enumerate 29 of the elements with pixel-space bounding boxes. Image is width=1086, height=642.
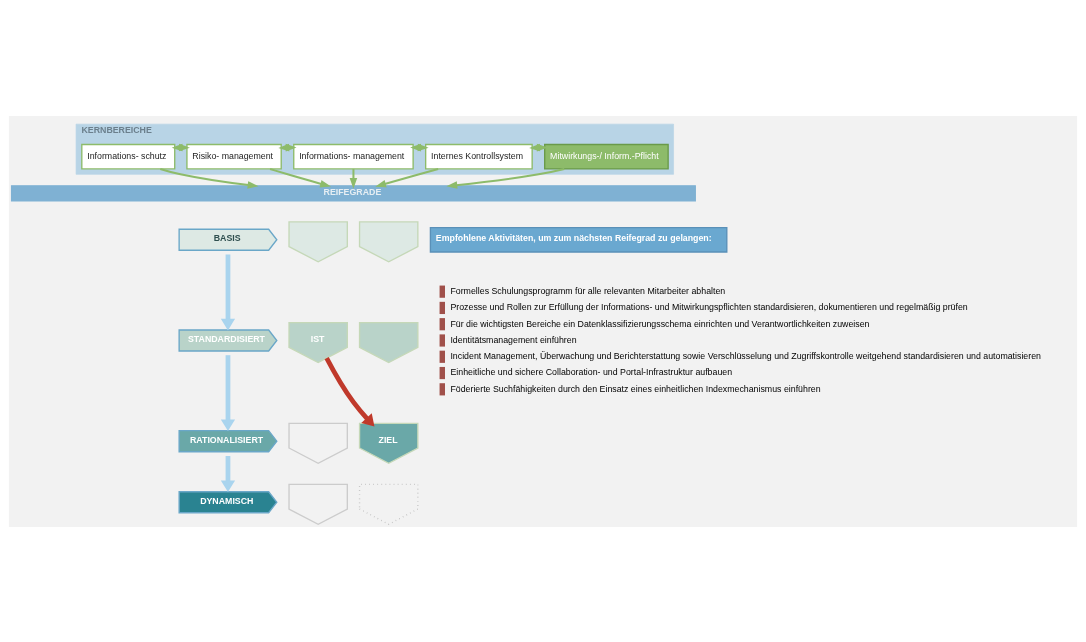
arrow <box>160 167 259 189</box>
label: Einheitliche und sichere Collaboration- und Portal-Infrastruktur aufbauen <box>450 366 733 377</box>
node-box: Internes Kontrollsystem <box>425 143 533 170</box>
arrow <box>349 168 358 189</box>
node-chevron <box>358 483 419 525</box>
node-box: Informations- schutz <box>81 143 176 170</box>
arrow <box>446 167 565 189</box>
node-chevron <box>288 422 348 464</box>
label: Incident Management, Überwachung und Berichterstattung sowie Verschlüsselung und Zugriffskontrolle weitgehend standardisieren und automatisieren <box>450 350 1041 361</box>
node-box: Informations- management <box>293 143 414 170</box>
node-box: REIFEGRADE <box>10 184 696 201</box>
label: Föderierte Suchfähigkeiten durch den Einsatz eines einheitlichen Indexmechanismus einführen <box>450 383 821 394</box>
node-chevron <box>358 220 419 263</box>
node-chevron <box>288 220 348 263</box>
label: Für die wichtigsten Bereiche ein Datenklassifizierungsschema einrichten und Verantwortlichkeiten zuweisen <box>450 318 870 329</box>
node-box: Empfohlene Aktivitäten, um zum nächsten Reifegrad zu gelangen: <box>429 226 728 253</box>
arrow <box>220 455 236 492</box>
arrow <box>220 354 236 431</box>
node-box: Risiko- management <box>186 143 282 170</box>
node-box: Mitwirkungs-/ Inform.-Pflicht <box>544 143 669 170</box>
arrow <box>220 254 236 330</box>
label: Formelles Schulungsprogramm für alle relevanten Mitarbeiter abhalten <box>450 285 726 296</box>
node-chevron <box>288 483 348 525</box>
arrow <box>324 356 375 427</box>
label: Identitätsmanagement einführen <box>450 334 577 345</box>
node-chevron <box>358 321 419 363</box>
arrow <box>375 167 439 187</box>
label: Prozesse und Rollen zur Erfüllung der Informations- und Mitwirkungspflichten standardisieren, dokumentieren und regelmäßig prüfen <box>450 301 968 312</box>
arrow <box>269 167 332 187</box>
